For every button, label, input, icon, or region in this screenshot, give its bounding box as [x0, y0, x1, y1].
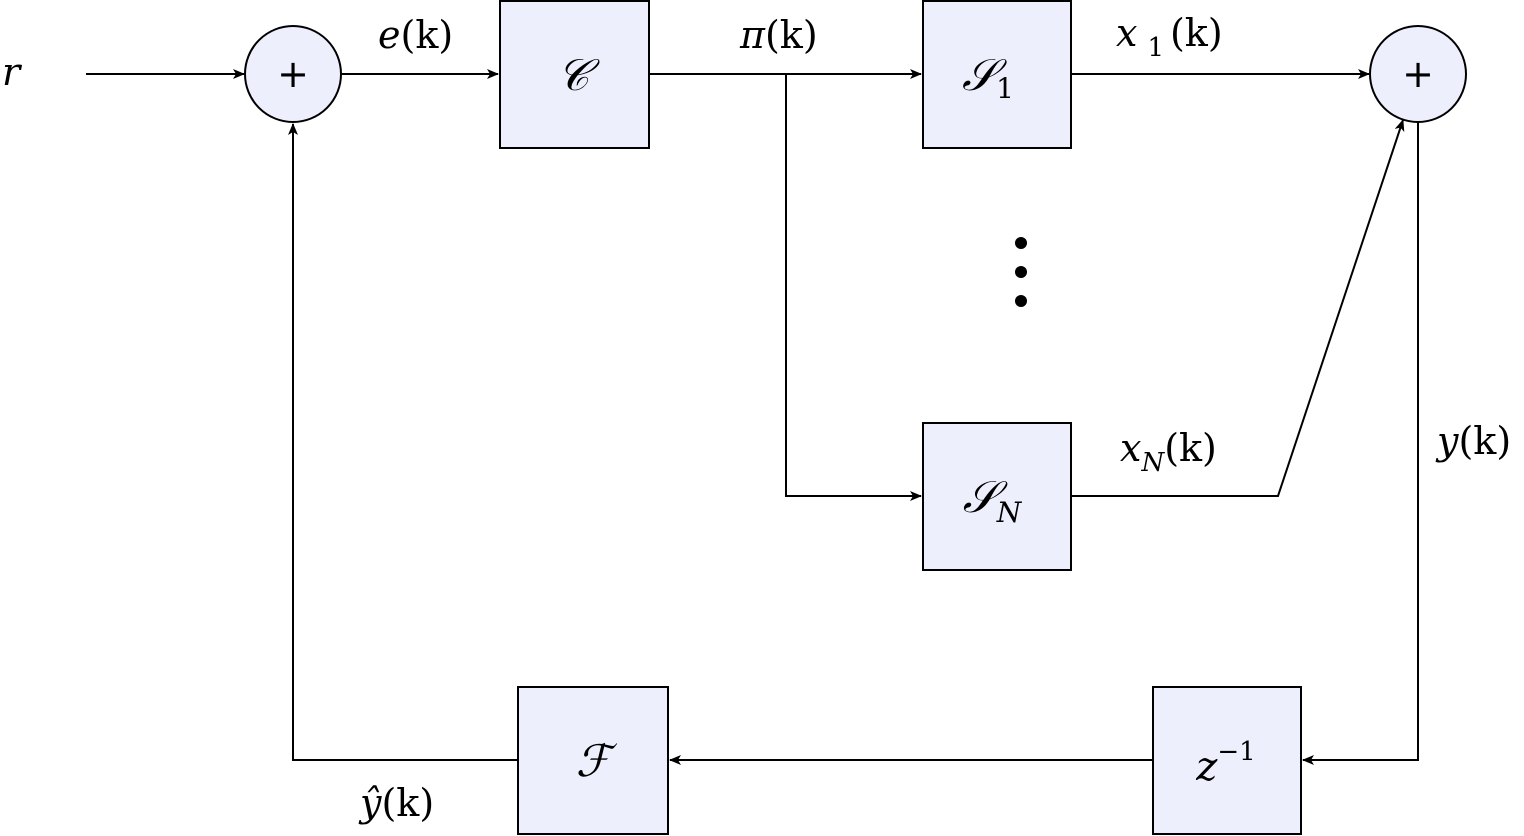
signal-label-error: e(k)	[378, 13, 453, 57]
x1-subscript: 1	[1147, 33, 1164, 63]
sum-right-sign: +	[1402, 52, 1434, 96]
system-1-label: 𝒮1	[962, 50, 1014, 105]
filter-block: ℱ	[517, 686, 669, 835]
estimate-arg: (k)	[381, 781, 434, 825]
system-N-subscript: N	[996, 496, 1023, 529]
wire-sN-to-sum-right	[1072, 119, 1405, 497]
sum-top-sign: +	[277, 52, 309, 96]
delay-block: z−1	[1152, 686, 1302, 835]
signal-label-control: π(k)	[739, 13, 818, 57]
wire-filter-to-sum	[288, 123, 518, 761]
output-arg: (k)	[1458, 419, 1511, 463]
xN-subscript: N	[1140, 448, 1165, 478]
error-base: e	[378, 13, 401, 57]
wire-branch-to-sN	[785, 74, 922, 501]
system-1-subscript: 1	[996, 72, 1014, 105]
signal-label-estimate: ŷ(k)	[358, 781, 434, 825]
xN-arg: (k)	[1164, 426, 1217, 470]
control-base: π	[739, 13, 766, 57]
wire-output-to-delay	[1302, 122, 1419, 765]
system-N-block: 𝒮N	[922, 422, 1072, 571]
signal-label-xN: xN(k)	[1120, 426, 1217, 478]
x1-base: x	[1116, 11, 1137, 55]
delay-base: z	[1195, 744, 1218, 790]
vertical-ellipsis	[1015, 237, 1027, 307]
x1-arg: (k)	[1170, 11, 1223, 55]
estimate-base: ŷ	[358, 781, 382, 825]
xN-base: x	[1120, 426, 1141, 470]
input-label-r: r	[2, 50, 23, 94]
error-arg: (k)	[401, 13, 454, 57]
delay-exponent: −1	[1217, 737, 1255, 767]
controller-block: 𝒞	[499, 0, 650, 149]
system-1-block: 𝒮1	[922, 0, 1072, 149]
delay-label: z−1	[1195, 737, 1255, 790]
output-base: y	[1435, 419, 1459, 463]
sum-junction-top: +	[244, 25, 342, 123]
signal-label-output: y(k)	[1435, 419, 1511, 463]
control-arg: (k)	[765, 13, 818, 57]
wires	[86, 69, 1419, 765]
sum-junction-right: +	[1369, 25, 1467, 123]
